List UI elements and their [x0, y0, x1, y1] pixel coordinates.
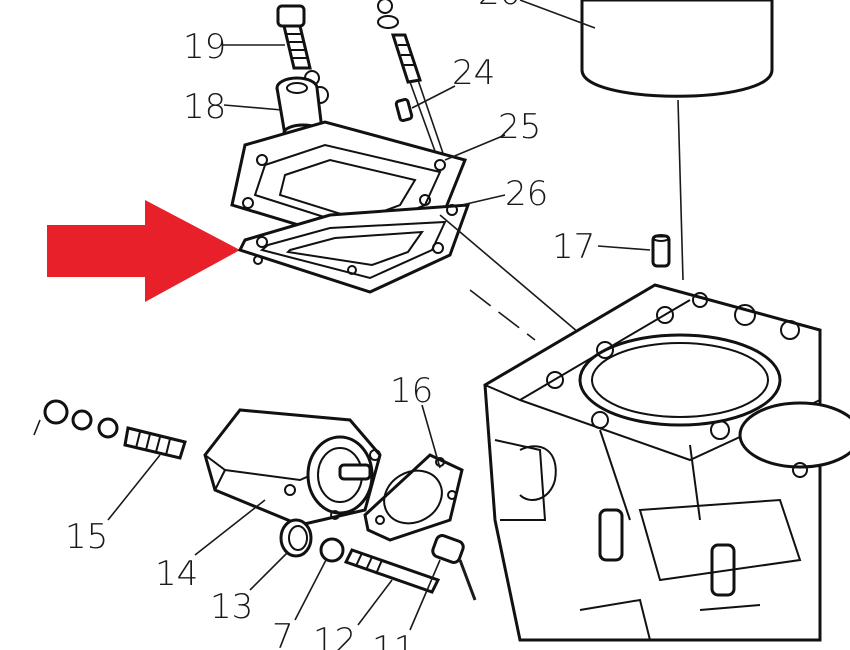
- callout-25: 25: [498, 107, 541, 147]
- part-7-nut: [319, 537, 345, 563]
- callout-14: 14: [155, 554, 198, 594]
- part-17-dowel: [651, 234, 671, 268]
- callout-12: 12: [313, 621, 356, 650]
- callout-24: 24: [452, 53, 495, 93]
- part-26-gasket: [237, 203, 471, 294]
- callout-18: 18: [183, 87, 226, 127]
- callout-7: 7: [272, 617, 294, 650]
- leader-lines: [107, 44, 651, 631]
- callout-20: 20: [478, 0, 521, 13]
- part-12-stud: [343, 548, 441, 594]
- part-15-stud: [33, 399, 187, 460]
- part-14-pump: [203, 408, 382, 527]
- red-arrow-icon: [47, 200, 240, 302]
- engine-block: [483, 283, 850, 642]
- callout-19: 19: [183, 27, 226, 67]
- top-stud: [377, 0, 447, 166]
- part-13-ring: [279, 518, 313, 558]
- callout-13: 13: [210, 587, 253, 627]
- callout-16: 16: [390, 371, 433, 411]
- part-11-pin: [431, 534, 477, 601]
- part-24-pin: [394, 97, 414, 123]
- guide-line-dashed: [469, 289, 536, 341]
- callout-26: 26: [505, 174, 548, 214]
- callout-17: 17: [552, 227, 595, 267]
- part-20-cylinder: [519, 0, 774, 281]
- part-16-flange-gasket: [363, 453, 464, 542]
- callout-11: 11: [372, 629, 415, 650]
- callout-15: 15: [65, 517, 108, 557]
